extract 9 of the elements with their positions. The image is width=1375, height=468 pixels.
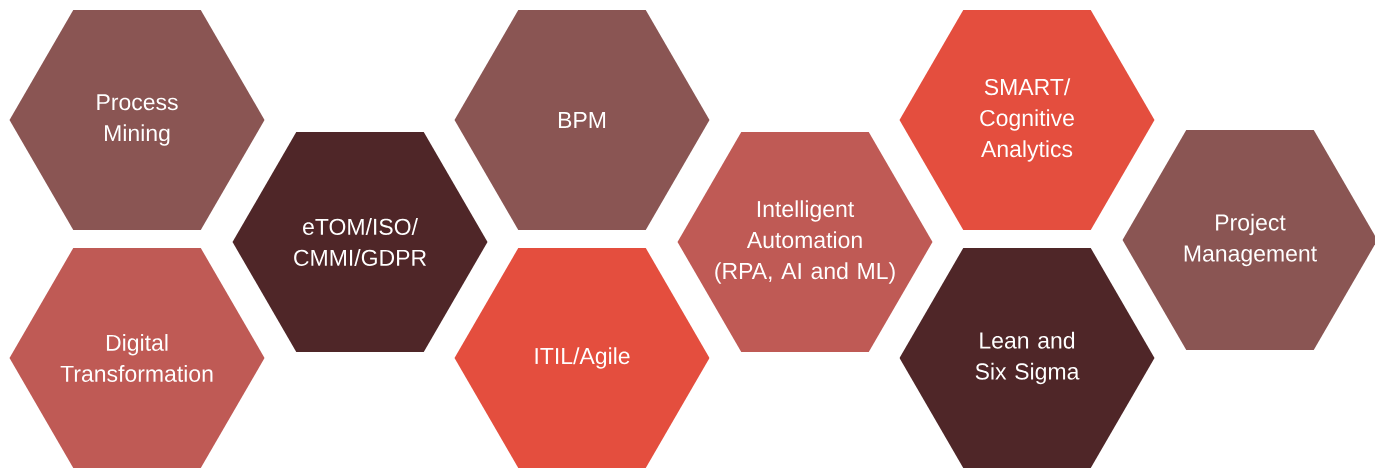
hexagon: Lean and Six Sigma: [899, 248, 1155, 468]
hexagon: SMART/ Cognitive Analytics: [899, 10, 1155, 230]
hexagon: Digital Transformation: [9, 248, 265, 468]
hexagon: ITIL/Agile: [454, 248, 710, 468]
hexagon: Intelligent Automation (RPA, AI and ML): [677, 132, 933, 352]
hexagon: Project Management: [1122, 130, 1375, 350]
hexagon: eTOM/ISO/ CMMI/GDPR: [232, 132, 488, 352]
hexagon: Process Mining: [9, 10, 265, 230]
hexagon: BPM: [454, 10, 710, 230]
